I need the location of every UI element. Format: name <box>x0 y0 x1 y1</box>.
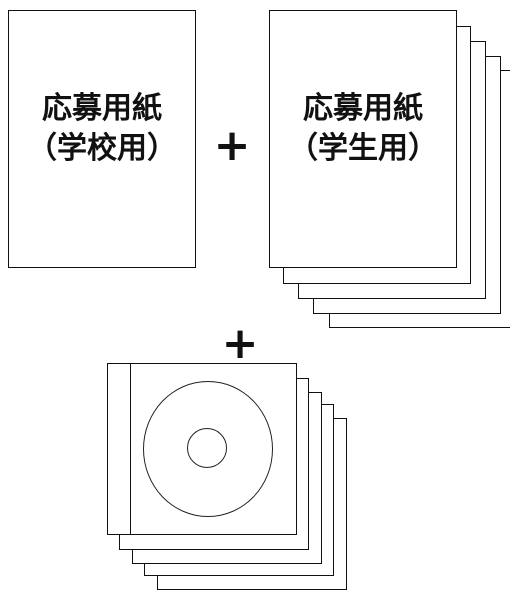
school-application-form: 応募用紙 （学校用） <box>8 10 196 268</box>
school-form-title: 応募用紙 （学校用） <box>9 89 195 169</box>
student-form-title-line1: 応募用紙 <box>303 91 423 126</box>
student-form-sheet-1: 応募用紙 （学生用） <box>269 10 457 268</box>
cd-disc-icon <box>143 381 273 517</box>
student-form-title-line2: （学生用） <box>288 131 438 166</box>
cd-disc-hub <box>187 428 227 468</box>
school-form-title-line2: （学校用） <box>27 131 177 166</box>
plus-sign-forms: + <box>213 120 251 171</box>
school-form-title-line1: 応募用紙 <box>42 91 162 126</box>
student-form-title: 応募用紙 （学生用） <box>270 89 456 169</box>
cd-case-1 <box>107 363 297 535</box>
plus-sign-cds: + <box>221 318 259 369</box>
cd-case-spine <box>130 364 131 534</box>
